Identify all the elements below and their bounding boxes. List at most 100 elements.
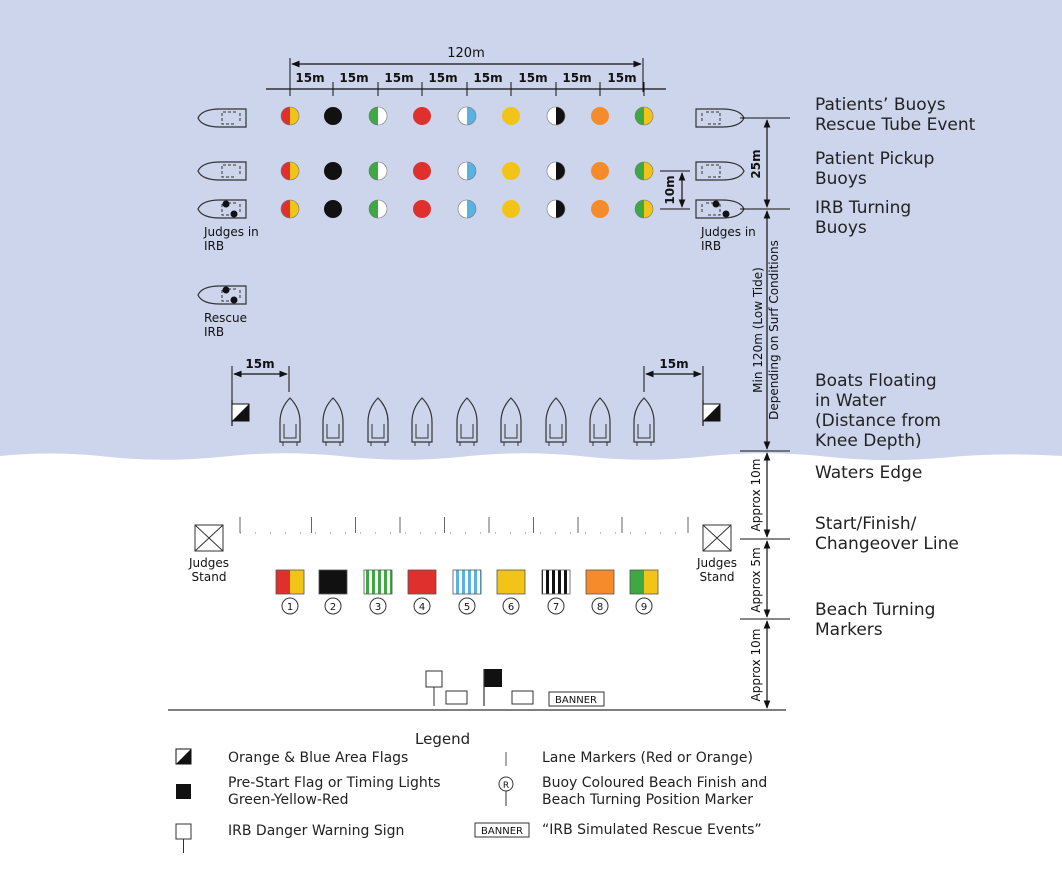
lane-number-label-4: 4 <box>419 602 425 613</box>
dim-25m-label: 25m <box>749 149 763 178</box>
beach-marker-9 <box>629 569 659 595</box>
label-judges-irb-right-2: IRB <box>701 239 721 253</box>
dimension-flag-right: 15m <box>643 357 704 400</box>
beach-marker-4 <box>407 569 437 595</box>
lane-number-label-5: 5 <box>464 602 470 613</box>
buoy-pickup-9 <box>634 161 654 181</box>
legend-banner-text: “IRB Simulated Rescue Events” <box>542 822 762 838</box>
irb-left-judges <box>197 199 247 219</box>
legend-area-flag-icon <box>175 748 192 765</box>
lane-number-label-8: 8 <box>597 602 603 613</box>
dim-min120-label-b: Depending on Surf Conditions <box>767 240 781 420</box>
dim-spacing-7: 15m <box>562 71 591 85</box>
area-flag-left <box>231 400 250 426</box>
dim-approx10-label-a: Approx 10m <box>749 459 763 532</box>
buoy-pickup-5 <box>457 161 477 181</box>
legend-lane-markers-text: Lane Markers (Red or Orange) <box>542 750 753 766</box>
beach-marker-7 <box>541 569 571 595</box>
banner-label: BANNER <box>555 695 597 706</box>
legend-area-flags-text: Orange & Blue Area Flags <box>228 750 409 766</box>
judges-stand-right <box>702 524 732 552</box>
buoy-patients-4 <box>413 107 431 125</box>
dim-spacing-6: 15m <box>518 71 547 85</box>
legend-buoy-marker-icon: R <box>498 776 514 806</box>
legend-prestart-text: Pre-Start Flag or Timing Lights Green-Ye… <box>228 775 441 808</box>
beach-marker-6 <box>496 569 526 595</box>
label-irb-turning-buoys: IRB Turning Buoys <box>815 198 912 238</box>
label-judges-stand-left-2: Stand <box>192 570 227 584</box>
dim-approx5-label: Approx 5m <box>749 547 763 612</box>
beach-marker-8 <box>585 569 615 595</box>
beach-marker-2 <box>318 569 348 595</box>
buoy-irb-turning-9 <box>634 199 654 219</box>
dim-spacing-4: 15m <box>428 71 457 85</box>
lane-number-label-7: 7 <box>553 602 559 613</box>
lane-number-label-1: 1 <box>287 602 293 613</box>
dim-120m-label: 120m <box>447 46 484 61</box>
dim-spacing-1: 15m <box>295 71 324 85</box>
buoy-irb-turning-2 <box>324 200 342 218</box>
dim-spacing-8: 15m <box>607 71 636 85</box>
lane-number-8: 8 <box>591 597 609 615</box>
legend-buoy-marker-symbol: R <box>503 781 509 791</box>
buoy-pickup-2 <box>324 162 342 180</box>
irb-right-judges <box>695 199 745 219</box>
legend-danger-text: IRB Danger Warning Sign <box>228 823 405 839</box>
dim-spacing-3: 15m <box>384 71 413 85</box>
prestart-flag <box>483 669 502 706</box>
label-judges-irb-left-1: Judges in <box>203 225 259 239</box>
lane-number-label-9: 9 <box>641 602 647 613</box>
buoy-patients-1 <box>280 106 300 126</box>
danger-sign-small-2 <box>511 690 534 705</box>
beach-marker-5 <box>452 569 482 595</box>
label-patient-pickup-buoys: Patient Pickup Buoys <box>815 149 935 189</box>
label-boats-floating: Boats Floating in Water (Distance from K… <box>815 371 941 451</box>
lane-number-1: 1 <box>281 597 299 615</box>
legend-banner-symbol: BANNER <box>481 826 523 837</box>
dim-approx10-label-b: Approx 10m <box>749 629 763 702</box>
lane-number-9: 9 <box>635 597 653 615</box>
dimension-right-vertical: 25m Min 120m (Low Tide) Depending on Sur… <box>740 117 790 709</box>
dimension-120m: 120m <box>289 46 644 92</box>
label-judges-stand-right-2: Stand <box>700 570 735 584</box>
buoy-irb-turning-8 <box>591 200 609 218</box>
lane-number-2: 2 <box>324 597 342 615</box>
lane-number-6: 6 <box>502 597 520 615</box>
buoy-patients-3 <box>368 106 388 126</box>
legend-banner-icon: BANNER <box>474 822 530 838</box>
dim-flag-left-label: 15m <box>245 357 274 371</box>
beach-turning-markers: 1 2 3 4 5 6 7 8 9 <box>275 569 659 615</box>
label-patients-buoys: Patients’ Buoys Rescue Tube Event <box>815 95 976 135</box>
buoy-irb-turning-4 <box>413 200 431 218</box>
buoy-irb-turning-5 <box>457 199 477 219</box>
buoy-patients-5 <box>457 106 477 126</box>
legend-prestart-icon <box>176 784 191 799</box>
lane-number-7: 7 <box>547 597 565 615</box>
buoy-rows <box>280 106 654 219</box>
legend-danger-icon <box>175 823 192 853</box>
lane-number-5: 5 <box>458 597 476 615</box>
buoy-pickup-3 <box>368 161 388 181</box>
dimension-15m-spacings: 15m 15m 15m 15m 15m 15m 15m 15m <box>266 71 666 96</box>
buoy-irb-turning-7 <box>546 199 566 219</box>
buoy-pickup-6 <box>502 162 520 180</box>
buoy-irb-turning-3 <box>368 199 388 219</box>
label-judges-irb-left-2: IRB <box>204 239 224 253</box>
dim-spacing-5: 15m <box>473 71 502 85</box>
danger-sign-left <box>425 670 443 706</box>
legend-buoy-marker-text: Buoy Coloured Beach Finish and Beach Tur… <box>542 775 768 808</box>
start-finish-line <box>239 517 689 534</box>
label-start-finish-line: Start/Finish/ Changeover Line <box>815 514 959 554</box>
water-area <box>0 0 1062 461</box>
danger-sign-small-1 <box>445 690 468 705</box>
label-judges-irb-right-1: Judges in <box>700 225 756 239</box>
buoy-patients-7 <box>546 106 566 126</box>
label-beach-turning-markers: Beach Turning Markers <box>815 600 936 640</box>
lane-number-3: 3 <box>369 597 387 615</box>
judges-stand-left <box>194 524 224 552</box>
dimension-flag-left: 15m <box>231 357 290 400</box>
beach-marker-3 <box>363 569 393 595</box>
label-rescue-irb-1: Rescue <box>204 311 247 325</box>
dim-10m-label: 10m <box>663 175 677 204</box>
